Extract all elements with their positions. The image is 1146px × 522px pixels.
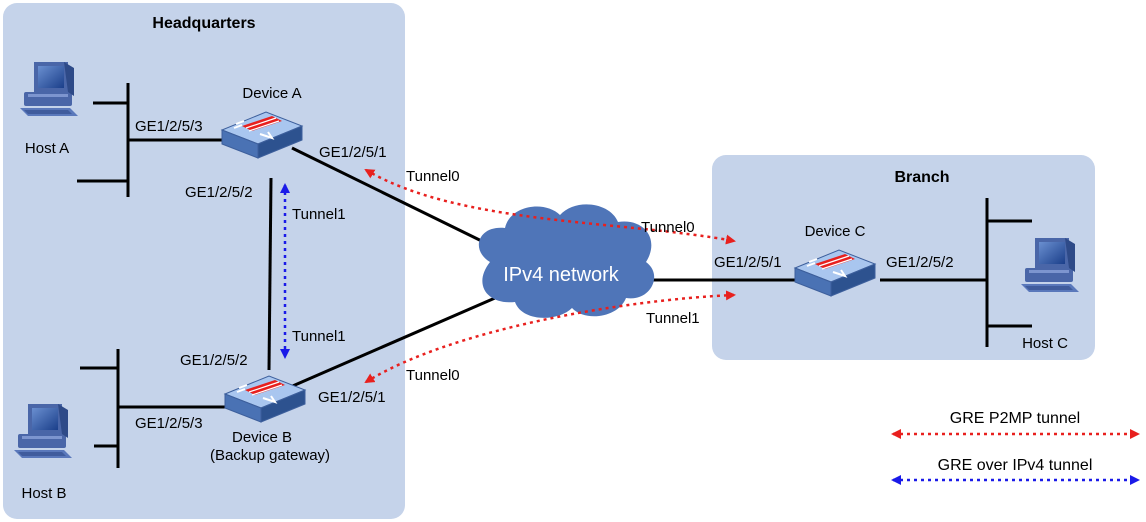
tunnel-ab-t1-bottom: Tunnel1 xyxy=(292,328,346,345)
tunnel-c-t0: Tunnel0 xyxy=(641,219,695,236)
port-a-wan: GE1/2/5/1 xyxy=(319,144,387,161)
lan-segment-b xyxy=(80,349,225,468)
device-a-label: Device A xyxy=(242,85,301,102)
device-b-label: Device B xyxy=(232,429,292,446)
port-b-a: GE1/2/5/2 xyxy=(180,352,248,369)
cloud-label: IPv4 network xyxy=(503,264,620,286)
port-b-host: GE1/2/5/3 xyxy=(135,415,203,432)
device-c-label: Device C xyxy=(805,223,866,240)
port-c-host: GE1/2/5/2 xyxy=(886,254,954,271)
ipv4-network-cloud xyxy=(478,204,655,318)
port-a-b: GE1/2/5/2 xyxy=(185,184,253,201)
tunnel-ab-t1-top: Tunnel1 xyxy=(292,206,346,223)
port-a-host: GE1/2/5/3 xyxy=(135,118,203,135)
tunnel-c-t1: Tunnel1 xyxy=(646,310,700,327)
branch-zone xyxy=(712,155,1095,360)
branch-title: Branch xyxy=(894,169,949,186)
tunnel-a-t0: Tunnel0 xyxy=(406,168,460,185)
device-b-sublabel: (Backup gateway) xyxy=(210,447,330,464)
port-c-wan: GE1/2/5/1 xyxy=(714,254,782,271)
host-c-label: Host C xyxy=(1022,335,1068,352)
tunnel-b-t0: Tunnel0 xyxy=(406,367,460,384)
legend-gre-ipv4-label: GRE over IPv4 tunnel xyxy=(938,457,1093,474)
lan-segment-a xyxy=(77,83,222,197)
headquarters-title: Headquarters xyxy=(152,15,255,32)
port-b-wan: GE1/2/5/1 xyxy=(318,389,386,406)
host-a-label: Host A xyxy=(25,140,69,157)
host-b-label: Host B xyxy=(21,485,66,502)
lan-segment-c xyxy=(880,198,1032,347)
legend-p2mp-label: GRE P2MP tunnel xyxy=(950,410,1080,427)
gre-p2mp-tunnels xyxy=(364,168,736,384)
legend: GRE P2MP tunnel GRE over IPv4 tunnel xyxy=(891,410,1140,485)
